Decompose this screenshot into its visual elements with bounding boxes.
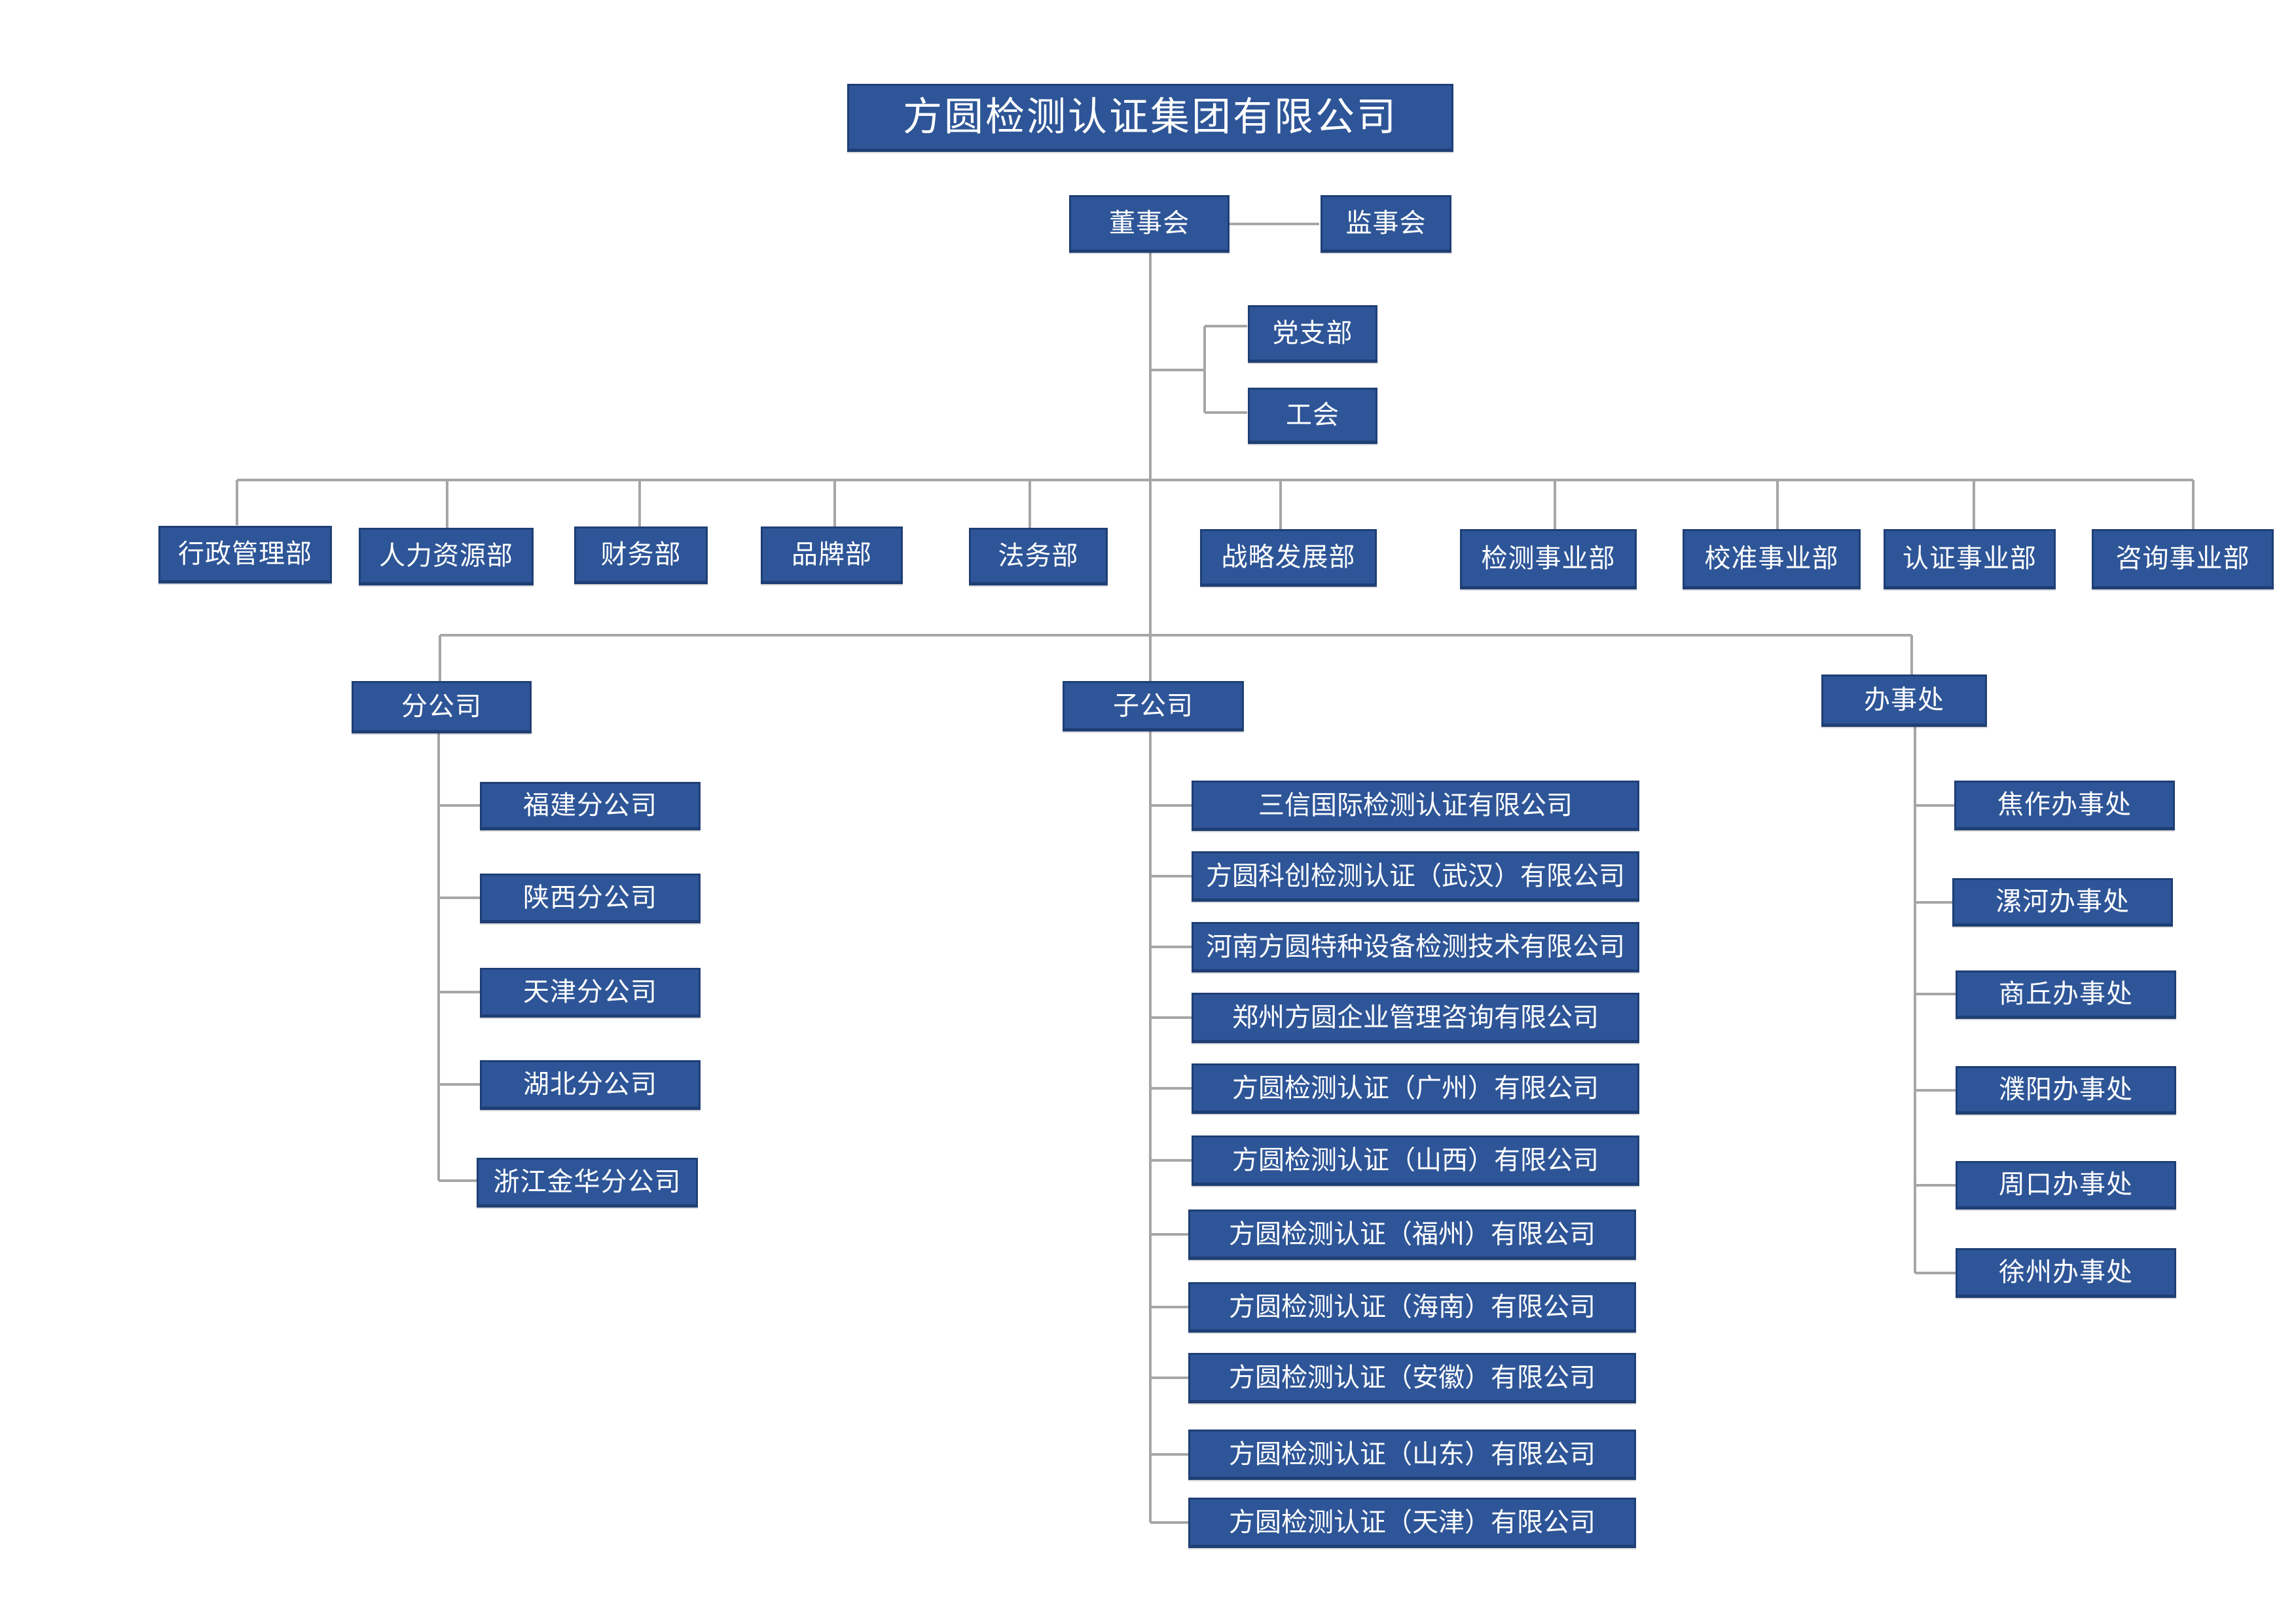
branch-node: 天津分公司 bbox=[480, 968, 701, 1018]
department-node: 人力资源部 bbox=[359, 528, 534, 585]
office-node: 漯河办事处 bbox=[1952, 878, 2173, 927]
subsidiary-node: 方圆检测认证（海南）有限公司 bbox=[1188, 1282, 1636, 1333]
department-node: 法务部 bbox=[969, 528, 1108, 585]
subsidiary-node: 郑州方圆企业管理咨询有限公司 bbox=[1192, 993, 1639, 1043]
company-node: 方圆检测认证集团有限公司 bbox=[847, 84, 1453, 152]
board-node: 董事会 bbox=[1069, 195, 1230, 253]
office-node: 焦作办事处 bbox=[1954, 781, 2175, 830]
branch-node: 福建分公司 bbox=[480, 782, 701, 830]
subsidiary-node: 方圆检测认证（天津）有限公司 bbox=[1188, 1498, 1636, 1548]
office-node: 濮阳办事处 bbox=[1956, 1066, 2176, 1115]
subsidiaries-header: 子公司 bbox=[1063, 681, 1244, 731]
labor-union-node: 工会 bbox=[1248, 388, 1377, 444]
office-node: 周口办事处 bbox=[1956, 1161, 2176, 1209]
subsidiary-node: 方圆检测认证（山东）有限公司 bbox=[1188, 1430, 1636, 1480]
department-node: 财务部 bbox=[574, 526, 708, 584]
department-node: 战略发展部 bbox=[1200, 529, 1377, 587]
offices-header: 办事处 bbox=[1821, 674, 1987, 727]
branch-node: 陕西分公司 bbox=[480, 874, 701, 923]
subsidiary-node: 三信国际检测认证有限公司 bbox=[1192, 781, 1639, 831]
branch-node: 湖北分公司 bbox=[480, 1060, 701, 1110]
party-branch-node: 党支部 bbox=[1248, 305, 1377, 363]
department-node: 咨询事业部 bbox=[2092, 529, 2274, 589]
subsidiary-node: 河南方圆特种设备检测技术有限公司 bbox=[1192, 922, 1639, 972]
department-node: 认证事业部 bbox=[1884, 529, 2056, 589]
office-node: 徐州办事处 bbox=[1956, 1248, 2176, 1298]
subsidiary-node: 方圆检测认证（福州）有限公司 bbox=[1188, 1209, 1636, 1260]
branches-header: 分公司 bbox=[352, 681, 532, 733]
subsidiary-node: 方圆检测认证（安徽）有限公司 bbox=[1188, 1353, 1636, 1403]
subsidiary-node: 方圆科创检测认证（武汉）有限公司 bbox=[1192, 851, 1639, 902]
department-node: 品牌部 bbox=[761, 526, 903, 584]
supervisory-board-node: 监事会 bbox=[1321, 195, 1451, 253]
branch-node: 浙江金华分公司 bbox=[477, 1158, 698, 1208]
office-node: 商丘办事处 bbox=[1956, 970, 2176, 1019]
department-node: 校准事业部 bbox=[1683, 529, 1861, 589]
department-node: 行政管理部 bbox=[158, 526, 332, 583]
subsidiary-node: 方圆检测认证（山西）有限公司 bbox=[1192, 1135, 1639, 1186]
department-node: 检测事业部 bbox=[1460, 529, 1637, 589]
subsidiary-node: 方圆检测认证（广州）有限公司 bbox=[1192, 1063, 1639, 1114]
